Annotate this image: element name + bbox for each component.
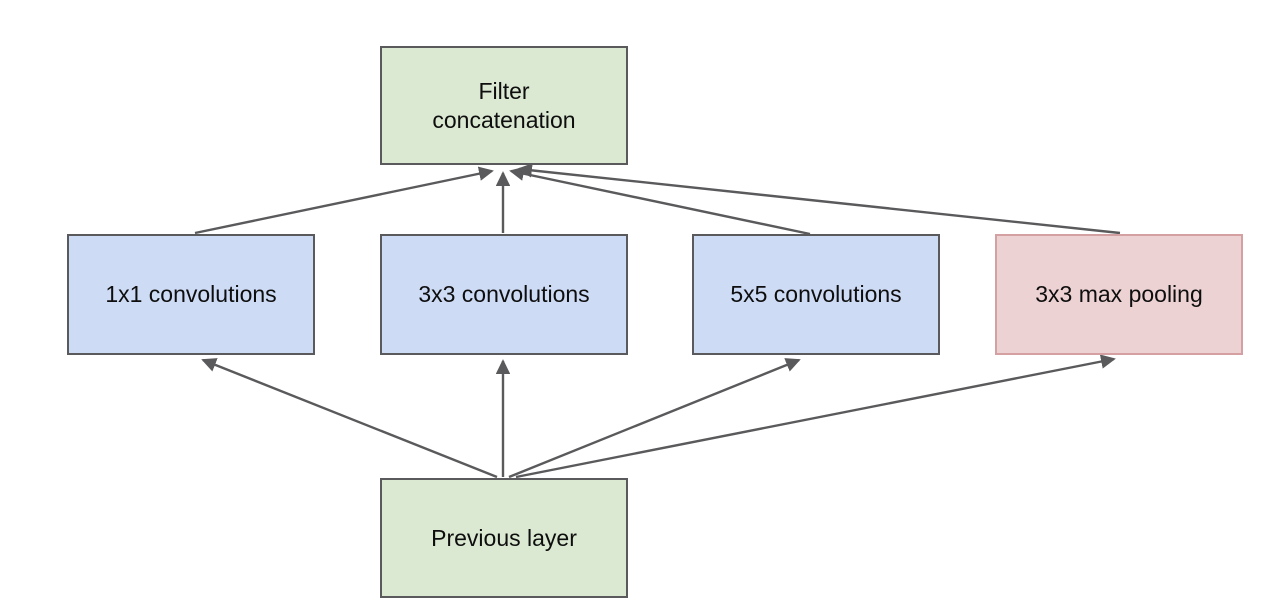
edge-prev-to-maxpool xyxy=(515,354,1116,479)
edge-maxpool-to-filter-concat xyxy=(517,163,1121,235)
node-1x1-convolutions-label: 1x1 convolutions xyxy=(105,281,277,308)
node-5x5-convolutions-label: 5x5 convolutions xyxy=(730,281,902,308)
node-previous-layer-label: Previous layer xyxy=(431,524,577,551)
node-3x3-max-pooling-label: 3x3 max pooling xyxy=(1035,281,1203,308)
edge-prev-to-conv1 xyxy=(201,358,498,479)
node-1x1-convolutions: 1x1 convolutions xyxy=(67,234,315,355)
edge-prev-to-conv5 xyxy=(508,358,801,479)
node-3x3-max-pooling: 3x3 max pooling xyxy=(995,234,1243,355)
node-3x3-convolutions: 3x3 convolutions xyxy=(380,234,628,355)
edge-conv5-to-filter-concat xyxy=(509,166,811,236)
node-5x5-convolutions: 5x5 convolutions xyxy=(692,234,940,355)
edge-conv1-to-filter-concat xyxy=(194,166,494,235)
node-3x3-convolutions-label: 3x3 convolutions xyxy=(418,281,590,308)
node-filter-concatenation-label: Filter concatenation xyxy=(432,77,576,133)
node-previous-layer: Previous layer xyxy=(380,478,628,598)
node-filter-concatenation: Filter concatenation xyxy=(380,46,628,165)
